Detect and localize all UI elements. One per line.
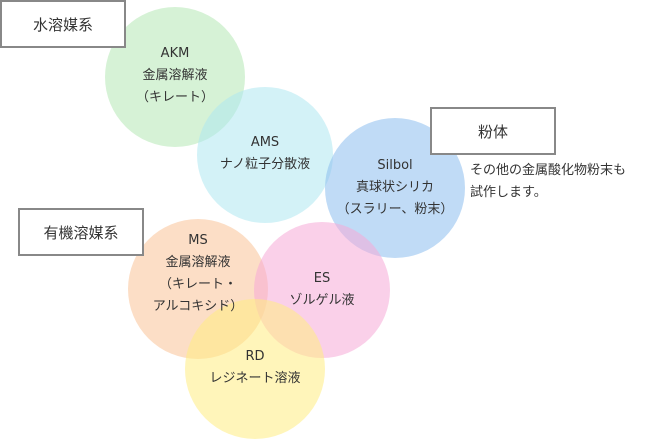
ams-label: AMS ナノ粒子分散液 [215, 132, 315, 176]
category-organic-label: 有機溶媒系 [18, 208, 144, 256]
category-water-label: 水溶媒系 [0, 0, 126, 48]
product-desc: レジネート溶液 [209, 371, 301, 386]
product-desc: 真球状シリカ [355, 180, 434, 195]
silbol-label: Silbol 真球状シリカ （スラリー、粉末） [335, 155, 455, 221]
product-name: ES [313, 271, 331, 286]
powder-note: その他の金属酸化物粉末も 試作します。 [470, 160, 626, 204]
product-name: Silbol [377, 158, 413, 173]
category-powder-label: 粉体 [430, 107, 556, 155]
product-desc: 金属溶解液 [142, 68, 208, 83]
product-name: RD [245, 349, 265, 364]
es-label: ES ゾルゲル液 [272, 268, 372, 312]
product-desc: （キレート） [135, 90, 214, 105]
note-line: その他の金属酸化物粉末も [470, 163, 627, 178]
rd-label: RD レジネート溶液 [200, 346, 310, 390]
ms-label: MS 金属溶解液 （キレート・ アルコキシド） [148, 230, 248, 318]
product-desc: （スラリー、粉末） [336, 202, 454, 217]
circle-rd [185, 299, 325, 439]
product-desc: ゾルゲル液 [289, 293, 355, 308]
note-line: 試作します。 [470, 185, 547, 200]
product-name: AMS [250, 135, 280, 150]
akm-label: AKM 金属溶解液 （キレート） [125, 43, 225, 109]
product-name: MS [188, 233, 208, 248]
product-desc: （キレート・ [158, 277, 237, 292]
circle-ams [197, 87, 333, 223]
product-desc: 金属溶解液 [165, 255, 231, 270]
product-name: AKM [160, 46, 190, 61]
product-desc: ナノ粒子分散液 [219, 157, 311, 172]
product-desc: アルコキシド） [152, 299, 244, 314]
